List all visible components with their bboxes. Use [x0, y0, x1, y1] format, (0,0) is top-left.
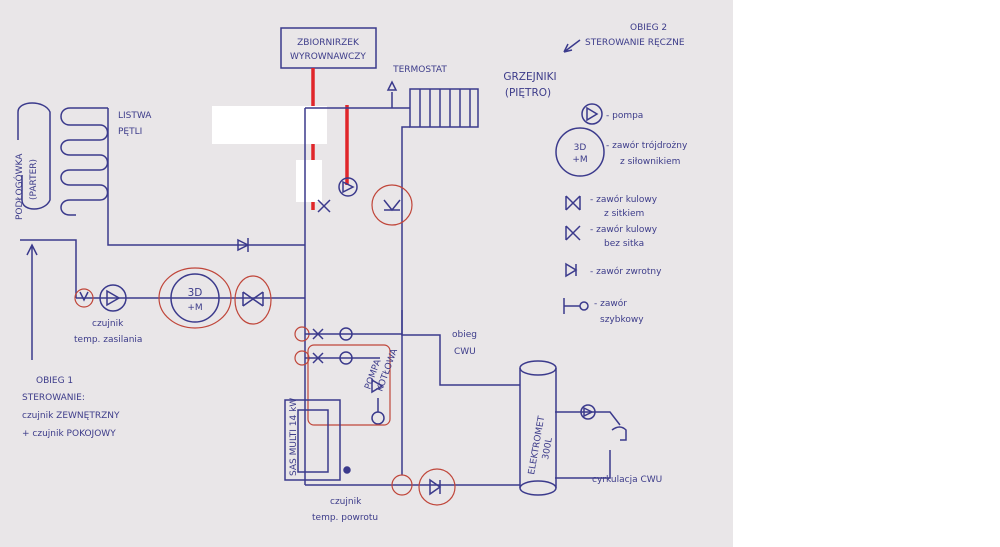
ball-valve-highlight [234, 275, 272, 325]
legend-ball-strainer-icon [565, 195, 581, 211]
circulation-pump-icon [580, 404, 596, 420]
obieg2-label-1: OBIEG 2 [630, 23, 667, 33]
legend-zwrotny: - zawór zwrotny [590, 266, 662, 277]
pump-radiator-icon [338, 177, 358, 197]
legend-3d-label-2: +M [572, 155, 587, 165]
radiator-fins [419, 89, 471, 127]
tank-label-1: ZBIORNIRZEK [297, 38, 360, 48]
legend-3d-text-1: - zawór trójdrożny [606, 140, 688, 151]
heating-schematic: ZBIORNIRZEK WYROWNAWCZY TERMOSTAT GRZEJN… [13, 23, 688, 523]
czujnik-powrotu-1: czujnik [330, 497, 362, 507]
supply-sensor-highlight [74, 288, 94, 308]
gas-boiler-inner [297, 409, 329, 473]
cyrkulacja-label: cyrkulacja CWU [592, 475, 662, 485]
main-pipes [20, 92, 621, 486]
redaction-box-1 [212, 106, 327, 144]
cylinder-label-2: 300L [541, 437, 555, 461]
legend-ball-icon [565, 225, 581, 241]
supply-sensor-icon [79, 291, 89, 302]
arrow-obieg1-icon [26, 243, 38, 360]
obieg1-line-2: STEROWANIE: [22, 393, 85, 403]
arrow-obieg2-icon [563, 39, 581, 53]
legend-szybki-2: szybkowy [600, 315, 644, 325]
grzejniki-label-2: (PIĘTRO) [505, 87, 551, 99]
listwa-label-1: LISTWA [118, 111, 152, 121]
check-valve-riser-highlight [371, 184, 413, 226]
legend-check-icon [565, 262, 578, 278]
check-valve-return-highlight [418, 468, 456, 506]
legend-3d-icon [555, 127, 605, 177]
obieg2-label-2: STEROWANIE RĘCZNE [585, 38, 685, 48]
mixer-label-1: 3D [188, 287, 203, 299]
faucet-icon [611, 426, 627, 441]
expansion-tank-box [280, 27, 377, 69]
tank-label-2: WYROWNAWCZY [290, 52, 366, 62]
redaction-box-2 [296, 160, 322, 202]
legend-kulowy-1: - zawór kulowy [590, 224, 658, 235]
czujnik-zasilania-2: temp. zasilania [74, 335, 142, 345]
check-valve-riser-icon [383, 199, 401, 212]
obieg-cwu-1: obieg [452, 330, 477, 340]
return-sensor-dot [343, 466, 351, 474]
ball-valve-strainer-icon [242, 291, 264, 307]
legend-3d-label-1: 3D [574, 143, 587, 153]
floor-heating-coil [17, 102, 109, 216]
podlogowka-label-1: PODŁOGÓWKA [13, 153, 25, 220]
czujnik-powrotu-2: temp. powrotu [312, 513, 378, 523]
gas-boiler-label: SAS MULTI 14 kW [289, 398, 299, 476]
obieg1-line-1: OBIEG 1 [36, 376, 73, 386]
listwa-label-2: PĘTLI [118, 127, 142, 137]
grzejniki-label-1: GRZEJNIKI [503, 71, 556, 83]
legend: - pompa 3D +M - zawór trójdrożny z siłow… [555, 103, 688, 325]
paper-sheet [0, 0, 733, 547]
legend-pump-icon [581, 103, 603, 125]
pump-floor-icon [99, 284, 127, 312]
check-valve-return-icon [429, 478, 442, 496]
obieg-cwu-2: CWU [454, 347, 476, 357]
legend-kulowy-sitko-2: z sitkiem [604, 209, 644, 219]
return-sensor-highlight [391, 474, 413, 496]
obieg1-line-3: czujnik ZEWNĘTRZNY [22, 411, 120, 421]
obieg1-line-4: + czujnik POKOJOWY [22, 429, 116, 439]
legend-3d-text-2: z siłownikiem [620, 157, 680, 167]
gas-boiler-box [284, 399, 341, 481]
ball-valve-upper-icon [317, 199, 331, 213]
legend-szybki-1: - zawór [594, 298, 627, 309]
mixer-label-2: +M [187, 303, 202, 313]
legend-pump-text: - pompa [606, 111, 643, 121]
termostat-label: TERMOSTAT [392, 65, 447, 75]
boiler-pump-highlight [307, 344, 391, 426]
legend-kulowy-sitko-1: - zawór kulowy [590, 194, 658, 205]
hot-water-cylinder [519, 360, 557, 496]
boiler-valve-group [305, 327, 402, 425]
check-valve-icon [237, 238, 250, 252]
podlogowka-label-2: (PARTER) [29, 159, 39, 200]
czujnik-zasilania-1: czujnik [92, 319, 124, 329]
mixer-valve-icon [170, 273, 220, 323]
legend-kulowy-2: bez sitka [604, 239, 644, 249]
legend-quick-valve-icon [563, 298, 580, 314]
mixer-highlight [158, 267, 232, 329]
thermostat-icon [386, 80, 398, 91]
